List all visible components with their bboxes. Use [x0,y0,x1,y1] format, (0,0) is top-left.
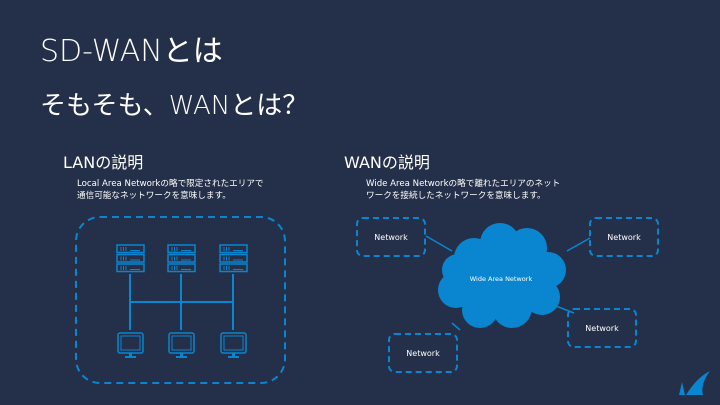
network-label: Network [374,233,408,242]
monitor-icon [220,332,247,358]
wan-description-line: ワークを接続したネットワークを意味します。 [366,191,546,201]
network-box: Network [388,333,458,373]
shark-fin-logo-icon [679,371,710,395]
lan-boundary [75,216,286,384]
monitor-icon [168,332,195,358]
lan-connections [129,274,234,330]
wan-description-line: Wide Area Networkの略で離れたエリアのネット [366,179,561,189]
slide-title: SD-WANとは [40,34,223,69]
network-box: Network [356,217,426,257]
connection-line [425,235,453,252]
cloud-label: Wide Area Network [470,275,533,283]
monitor-icon [117,332,144,358]
network-label: Network [406,349,440,358]
server-icon [219,244,248,273]
network-label: Network [585,324,619,333]
lan-diagram [75,216,286,384]
connection-line [566,237,591,252]
network-box: Network [589,217,659,257]
wan-diagram: Wide Area Network Network Network Networ… [356,217,659,373]
server-icon [116,244,145,273]
wan-heading: WANの説明 [344,153,430,172]
server-icon [167,244,196,273]
lan-description: Local Area Networkの略で限定されたエリアで 通信可能なネットワ… [77,178,307,202]
lan-description-line: Local Area Networkの略で限定されたエリアで [77,179,264,189]
wan-description: Wide Area Networkの略で離れたエリアのネット ワークを接続したネ… [366,178,606,202]
lan-description-line: 通信可能なネットワークを意味します。 [77,191,231,201]
slide-subtitle: そもそも、WANとは？ [40,91,309,121]
cloud-icon [438,223,566,328]
lan-heading: LANの説明 [63,153,144,172]
network-label: Network [607,233,641,242]
connection-line [451,322,461,331]
network-box: Network [567,308,637,348]
